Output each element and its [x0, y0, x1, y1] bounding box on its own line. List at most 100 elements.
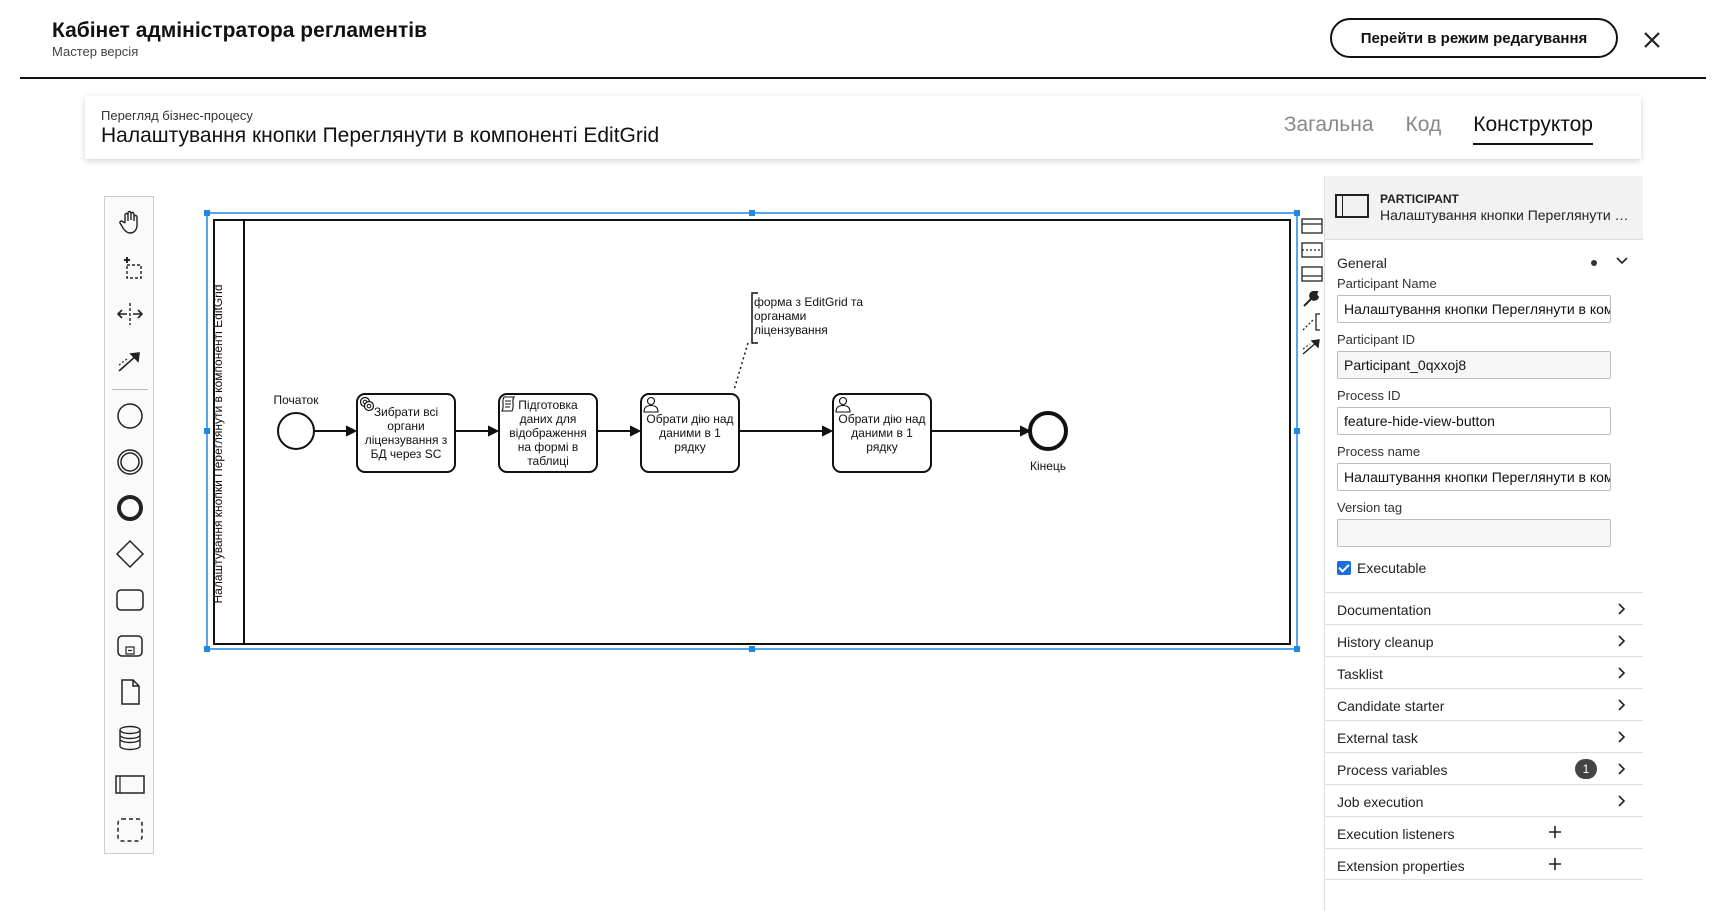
resize-handle: [1294, 646, 1300, 652]
group-external-task[interactable]: External task: [1325, 720, 1643, 752]
data-object-icon[interactable]: [115, 677, 145, 707]
hand-tool-icon[interactable]: [115, 207, 145, 237]
flow-arrow: [822, 425, 834, 437]
task-prepare-data[interactable]: Підготовка даних для відображення на фор…: [498, 393, 598, 473]
process-name-label: Process name: [1337, 444, 1421, 459]
properties-header: PARTICIPANT Налаштування кнопки Переглян…: [1325, 176, 1643, 240]
group-label: External task: [1337, 730, 1418, 746]
group-extension-properties[interactable]: Extension properties: [1325, 848, 1643, 880]
group-label: Tasklist: [1337, 666, 1383, 682]
group-documentation[interactable]: Documentation: [1325, 592, 1643, 624]
group-execution-listeners[interactable]: Execution listeners: [1325, 816, 1643, 848]
group-tasklist[interactable]: Tasklist: [1325, 656, 1643, 688]
lane-add-above-icon[interactable]: [1300, 215, 1324, 237]
tabs: Загальна Код Конструктор: [1284, 113, 1593, 145]
context-pad: [1300, 215, 1324, 365]
checkbox-checked-icon: [1337, 561, 1351, 575]
properties-panel: PARTICIPANT Налаштування кнопки Переглян…: [1324, 176, 1643, 911]
resize-handle: [749, 210, 755, 216]
header-divider: [20, 77, 1706, 79]
group-job-execution[interactable]: Job execution: [1325, 784, 1643, 816]
start-event: [277, 412, 315, 450]
process-title: Налаштування кнопки Переглянути в компон…: [101, 124, 660, 147]
participant-name-input[interactable]: Налаштування кнопки Переглянути в компон…: [1337, 295, 1611, 323]
annotation-connect-icon[interactable]: [1300, 311, 1324, 333]
group-process-variables[interactable]: Process variables 1: [1325, 752, 1643, 784]
chevron-right-icon: [1618, 731, 1626, 743]
association-line: [733, 342, 749, 391]
intermediate-event-icon[interactable]: [115, 447, 145, 477]
participant-icon: [1335, 194, 1369, 218]
chevron-right-icon: [1618, 763, 1626, 775]
wrench-icon[interactable]: [1300, 287, 1324, 309]
group-general[interactable]: General: [1325, 246, 1643, 278]
annotation-bracket: [751, 292, 758, 344]
global-connect-icon[interactable]: [115, 345, 145, 375]
lasso-tool-icon[interactable]: [115, 253, 145, 283]
task-collect-licensing-bodies[interactable]: Зибрати всі органи ліцензування з БД чер…: [356, 393, 456, 473]
start-event-label: Початок: [273, 393, 319, 407]
group-label: Process variables: [1337, 762, 1448, 778]
process-card: Перегляд бізнес-процесу Налаштування кно…: [85, 96, 1641, 159]
chevron-right-icon: [1618, 603, 1626, 615]
resize-handle: [749, 646, 755, 652]
app-subtitle: Мастер версія: [52, 44, 139, 59]
tab-code[interactable]: Код: [1405, 113, 1442, 136]
start-event-icon[interactable]: [115, 401, 145, 431]
connect-icon[interactable]: [1300, 335, 1324, 357]
chevron-down-icon: [1616, 257, 1628, 265]
close-icon[interactable]: [1640, 28, 1664, 52]
group-label: Candidate starter: [1337, 698, 1445, 714]
element-type: PARTICIPANT: [1380, 192, 1459, 206]
process-name-input[interactable]: Налаштування кнопки Переглянути в компон…: [1337, 463, 1611, 491]
flow-arrow: [488, 425, 500, 437]
service-task-icon: [359, 396, 375, 412]
group-icon[interactable]: [115, 815, 145, 845]
count-badge: 1: [1575, 759, 1597, 779]
bpmn-canvas[interactable]: Налаштування кнопки Переглянути в компон…: [200, 205, 1310, 655]
resize-handle: [204, 210, 210, 216]
lane-add-below-icon[interactable]: [1300, 263, 1324, 285]
chevron-right-icon: [1618, 795, 1626, 807]
tab-constructor[interactable]: Конструктор: [1473, 113, 1593, 145]
chevron-right-icon: [1618, 699, 1626, 711]
task-choose-action-1[interactable]: Обрати дію над даними в 1 рядку: [640, 393, 740, 473]
plus-icon[interactable]: [1547, 824, 1563, 840]
task-choose-action-2[interactable]: Обрати дію над даними в 1 рядку: [832, 393, 932, 473]
version-tag-input[interactable]: [1337, 519, 1611, 547]
space-tool-icon[interactable]: [115, 299, 145, 329]
app-title: Кабінет адміністратора регламентів: [52, 19, 427, 42]
resize-handle: [1294, 210, 1300, 216]
element-name: Налаштування кнопки Переглянути в компон…: [1380, 207, 1635, 223]
tool-palette: [104, 196, 154, 854]
app-header: Кабінет адміністратора регламентів Масте…: [0, 0, 1716, 80]
executable-checkbox[interactable]: Executable: [1337, 560, 1426, 576]
subprocess-icon[interactable]: [115, 631, 145, 661]
executable-label: Executable: [1357, 560, 1427, 576]
participant-id-input[interactable]: Participant_0qxxoj8: [1337, 351, 1611, 379]
pool-icon[interactable]: [115, 769, 145, 799]
process-caption: Перегляд бізнес-процесу: [101, 108, 253, 123]
end-event: [1028, 411, 1068, 451]
palette-divider: [112, 389, 148, 390]
task-label: Підготовка даних для відображення на фор…: [509, 398, 587, 468]
group-label: Job execution: [1337, 794, 1424, 810]
edit-mode-button[interactable]: Перейти в режим редагування: [1330, 18, 1618, 58]
flow-arrow: [346, 425, 358, 437]
pool-shape: [213, 219, 1291, 645]
end-event-icon[interactable]: [115, 493, 145, 523]
text-annotation[interactable]: форма з EditGrid та органами ліцензуванн…: [754, 295, 864, 337]
user-task-icon: [835, 396, 851, 413]
task-label: Зибрати всі органи ліцензування з БД чер…: [364, 405, 448, 461]
task-icon[interactable]: [115, 585, 145, 615]
data-store-icon[interactable]: [115, 723, 145, 753]
process-id-input[interactable]: feature-hide-view-button: [1337, 407, 1611, 435]
gateway-icon[interactable]: [115, 539, 145, 569]
plus-icon[interactable]: [1547, 856, 1563, 872]
group-history-cleanup[interactable]: History cleanup: [1325, 624, 1643, 656]
end-event-label: Кінець: [1029, 459, 1067, 473]
lane-divide-icon[interactable]: [1300, 239, 1324, 261]
group-candidate-starter[interactable]: Candidate starter: [1325, 688, 1643, 720]
group-general-label: General: [1337, 255, 1387, 271]
tab-general[interactable]: Загальна: [1283, 113, 1374, 136]
